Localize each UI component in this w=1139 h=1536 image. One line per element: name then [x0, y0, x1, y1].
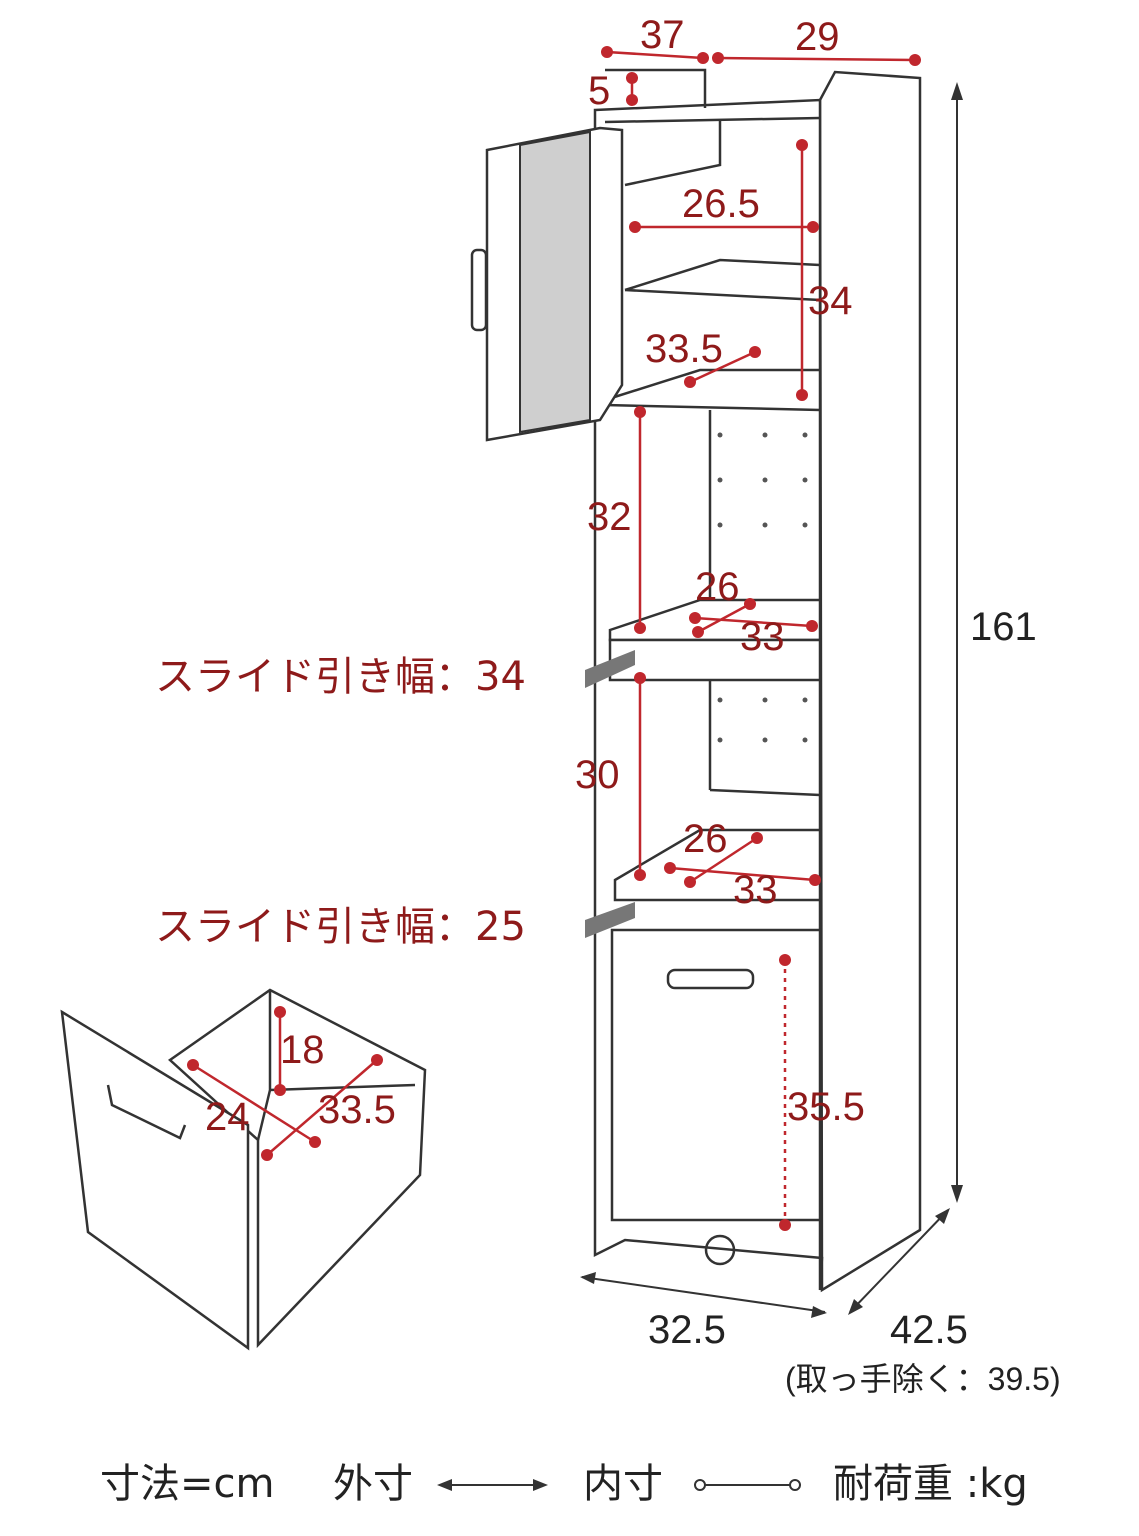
dim-drawer-width: 24 [205, 1095, 250, 1139]
dim-slide2-depth: 33 [733, 868, 778, 912]
inner-dimension-lines [601, 46, 921, 1231]
dim-shelf1-width: 26.5 [682, 182, 760, 226]
slide-arrow-1 [585, 650, 635, 688]
handle-icon [666, 968, 755, 990]
slide2-label: スライド引き幅：25 [155, 904, 526, 950]
drawer-front [60, 1009, 250, 1351]
dim-total-width: 32.5 [648, 1308, 726, 1352]
dim-total-height: 161 [970, 605, 1037, 649]
cabinet-drawing [470, 68, 922, 1293]
dim-top-gap: 5 [588, 69, 610, 113]
legend-load: 耐荷重 :kg [833, 1461, 1028, 1507]
dim-total-depth: 42.5 [890, 1308, 968, 1352]
dim-shelf1-depth: 33.5 [645, 327, 723, 371]
bottom-door [610, 928, 822, 1222]
drawer-drawing [60, 988, 427, 1351]
dim-open-height: 32 [587, 495, 632, 539]
slide-arrow-2 [585, 902, 635, 938]
dim-top-left: 37 [640, 13, 685, 57]
drawer-handle-icon [106, 1084, 187, 1140]
legend-units: 寸法=cm [100, 1461, 274, 1507]
caster-icon [704, 1234, 736, 1266]
dim-shelf1-height: 34 [808, 279, 853, 323]
legend: 寸法=cm 外寸 内寸 耐荷重 :kg [100, 1461, 1028, 1507]
dim-bottom-height: 35.5 [787, 1085, 865, 1129]
dim-slide2-width: 26 [683, 817, 728, 861]
dim-drawer-depth: 33.5 [318, 1088, 396, 1132]
side-panel [818, 70, 922, 1293]
dim-lower-open-height: 30 [575, 753, 620, 797]
dim-slide1-width: 26 [695, 565, 740, 609]
depth-note: (取っ手除く：39.5) [785, 1361, 1061, 1397]
legend-inner: 内寸 [583, 1461, 663, 1507]
dim-top-right: 29 [795, 15, 840, 59]
dim-slide1-depth: 33 [740, 615, 785, 659]
dim-drawer-height: 18 [280, 1028, 325, 1072]
slide1-label: スライド引き幅：34 [155, 654, 526, 700]
legend-outer: 外寸 [333, 1461, 413, 1507]
outer-dimension-arrows [580, 82, 963, 1318]
